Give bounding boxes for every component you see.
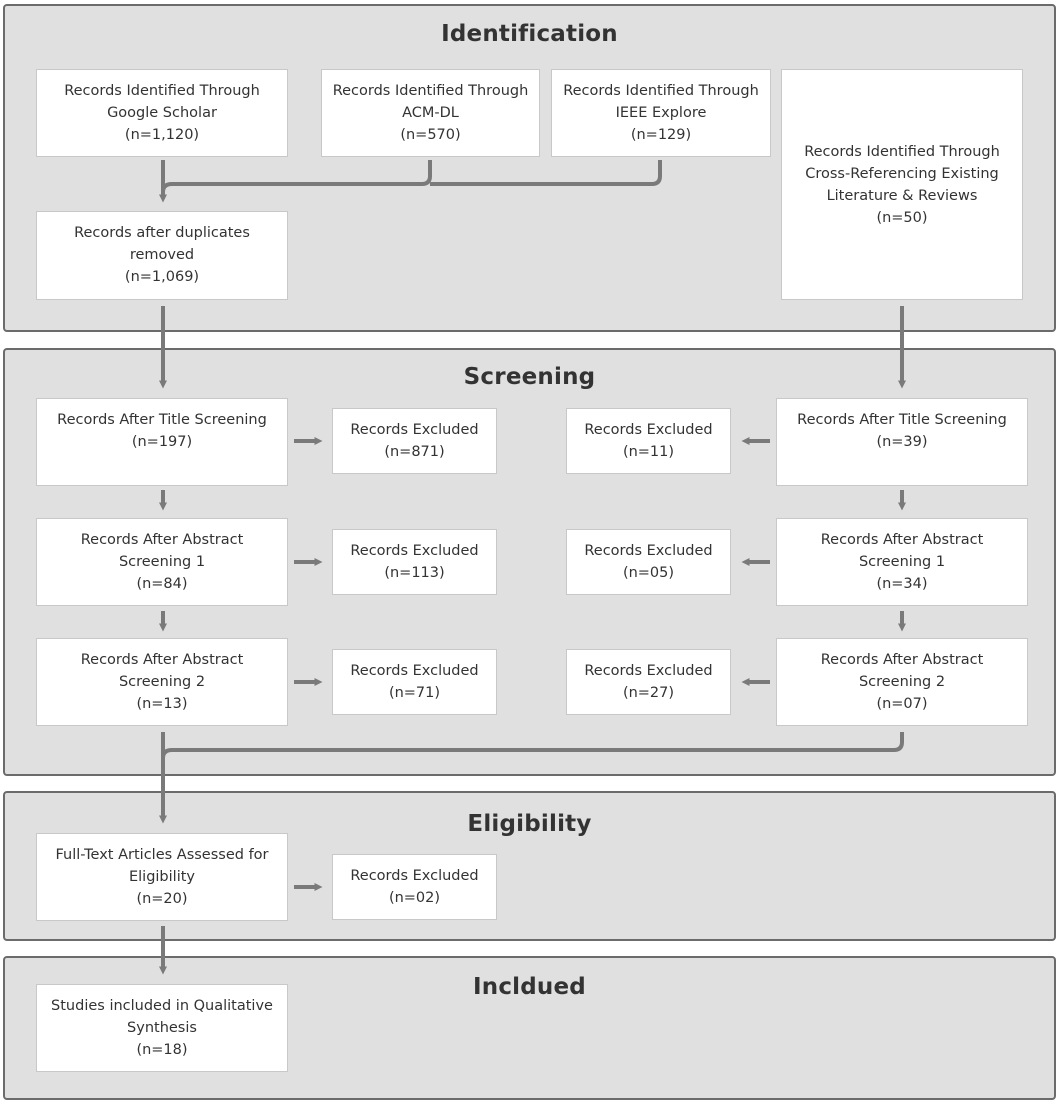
box-line: Records Excluded	[584, 543, 713, 559]
cross-referencing-box: Records Identified Through Cross-Referen…	[781, 69, 1023, 300]
full-text-assessed-box: Full-Text Articles Assessed for Eligibil…	[36, 833, 288, 921]
right-title-excluded-box: Records Excluded (n=11)	[566, 408, 731, 474]
box-line: Full-Text Articles Assessed for	[55, 847, 269, 863]
box-line: Screening 1	[118, 554, 206, 570]
box-count: (n=1,069)	[124, 269, 200, 285]
left-title-excluded-box: Records Excluded (n=871)	[332, 408, 497, 474]
box-line: Records Identified Through	[804, 143, 1000, 160]
box-count: (n=34)	[876, 576, 928, 592]
box-line: Records Excluded	[350, 422, 479, 438]
box-line: Records Identified Through	[563, 83, 759, 99]
box-count: (n=84)	[136, 576, 188, 592]
box-line: Records Excluded	[350, 663, 479, 679]
box-line: removed	[129, 247, 195, 263]
box-line: Eligibility	[128, 869, 195, 885]
box-count: (n=570)	[400, 127, 461, 143]
box-count: (n=20)	[136, 891, 188, 907]
box-line: Synthesis	[127, 1020, 197, 1036]
box-count: (n=871)	[384, 444, 445, 460]
box-line: ACM-DL	[402, 105, 459, 121]
box-line: IEEE Explore	[615, 105, 707, 121]
identification-title: Identification	[441, 21, 618, 47]
left-abstract1-excluded-box: Records Excluded (n=113)	[332, 529, 497, 595]
box-count: (n=129)	[630, 127, 692, 143]
box-line: Cross-Referencing Existing	[805, 165, 999, 182]
ieee-explore-box: Records Identified Through IEEE Explore …	[551, 69, 771, 157]
box-line: Studies included in Qualitative	[51, 998, 273, 1014]
box-count: (n=1,120)	[124, 127, 200, 143]
box-line: Records Excluded	[584, 663, 713, 679]
box-line: Records After Abstract	[80, 652, 244, 668]
box-line: Screening 1	[858, 554, 946, 570]
box-line: Literature & Reviews	[826, 187, 978, 204]
eligibility-excluded-box: Records Excluded (n=02)	[332, 854, 497, 920]
right-title-screening-box: Records After Title Screening (n=39)	[776, 398, 1028, 486]
box-count: (n=05)	[622, 565, 675, 581]
included-title: Incldued	[473, 974, 586, 1000]
box-line: Records Excluded	[584, 422, 713, 438]
box-count: (n=02)	[388, 890, 441, 906]
box-line: Screening 2	[118, 674, 206, 690]
box-count: (n=13)	[136, 696, 188, 712]
box-line: Records After Abstract	[80, 532, 244, 548]
box-line: Records After Title Screening	[57, 412, 267, 428]
box-line: Records Excluded	[350, 543, 479, 559]
box-count: (n=27)	[622, 685, 675, 701]
right-abstract2-excluded-box: Records Excluded (n=27)	[566, 649, 731, 715]
box-line: Screening 2	[858, 674, 946, 690]
screening-title: Screening	[463, 364, 596, 390]
left-abstract1-box: Records After Abstract Screening 1 (n=84…	[36, 518, 288, 606]
eligibility-title: Eligibility	[467, 811, 592, 837]
right-abstract1-box: Records After Abstract Screening 1 (n=34…	[776, 518, 1028, 606]
box-count: (n=11)	[622, 444, 675, 460]
box-line: Records Identified Through	[332, 83, 529, 99]
box-line: Google Scholar	[107, 105, 217, 121]
qualitative-synthesis-box: Studies included in Qualitative Synthesi…	[36, 984, 288, 1072]
acm-dl-box: Records Identified Through ACM-DL (n=570…	[321, 69, 540, 157]
box-line: Records after duplicates	[74, 225, 250, 241]
google-scholar-box: Records Identified Through Google Schola…	[36, 69, 288, 157]
box-count: (n=39)	[876, 434, 928, 450]
box-line: Records After Abstract	[820, 532, 984, 548]
right-abstract2-box: Records After Abstract Screening 2 (n=07…	[776, 638, 1028, 726]
right-abstract1-excluded-box: Records Excluded (n=05)	[566, 529, 731, 595]
left-abstract2-box: Records After Abstract Screening 2 (n=13…	[36, 638, 288, 726]
box-count: (n=07)	[876, 696, 928, 712]
box-count: (n=18)	[136, 1042, 188, 1058]
left-abstract2-excluded-box: Records Excluded (n=71)	[332, 649, 497, 715]
box-line: Records After Abstract	[820, 652, 984, 668]
box-line: Records After Title Screening	[797, 412, 1007, 428]
left-title-screening-box: Records After Title Screening (n=197)	[36, 398, 288, 486]
box-count: (n=197)	[131, 434, 193, 450]
box-line: Records Excluded	[350, 868, 479, 884]
duplicates-removed-box: Records after duplicates removed (n=1,06…	[36, 211, 288, 300]
box-count: (n=113)	[384, 565, 445, 581]
box-line: Records Identified Through	[64, 83, 260, 99]
box-count: (n=71)	[388, 685, 441, 701]
box-count: (n=50)	[876, 209, 928, 226]
